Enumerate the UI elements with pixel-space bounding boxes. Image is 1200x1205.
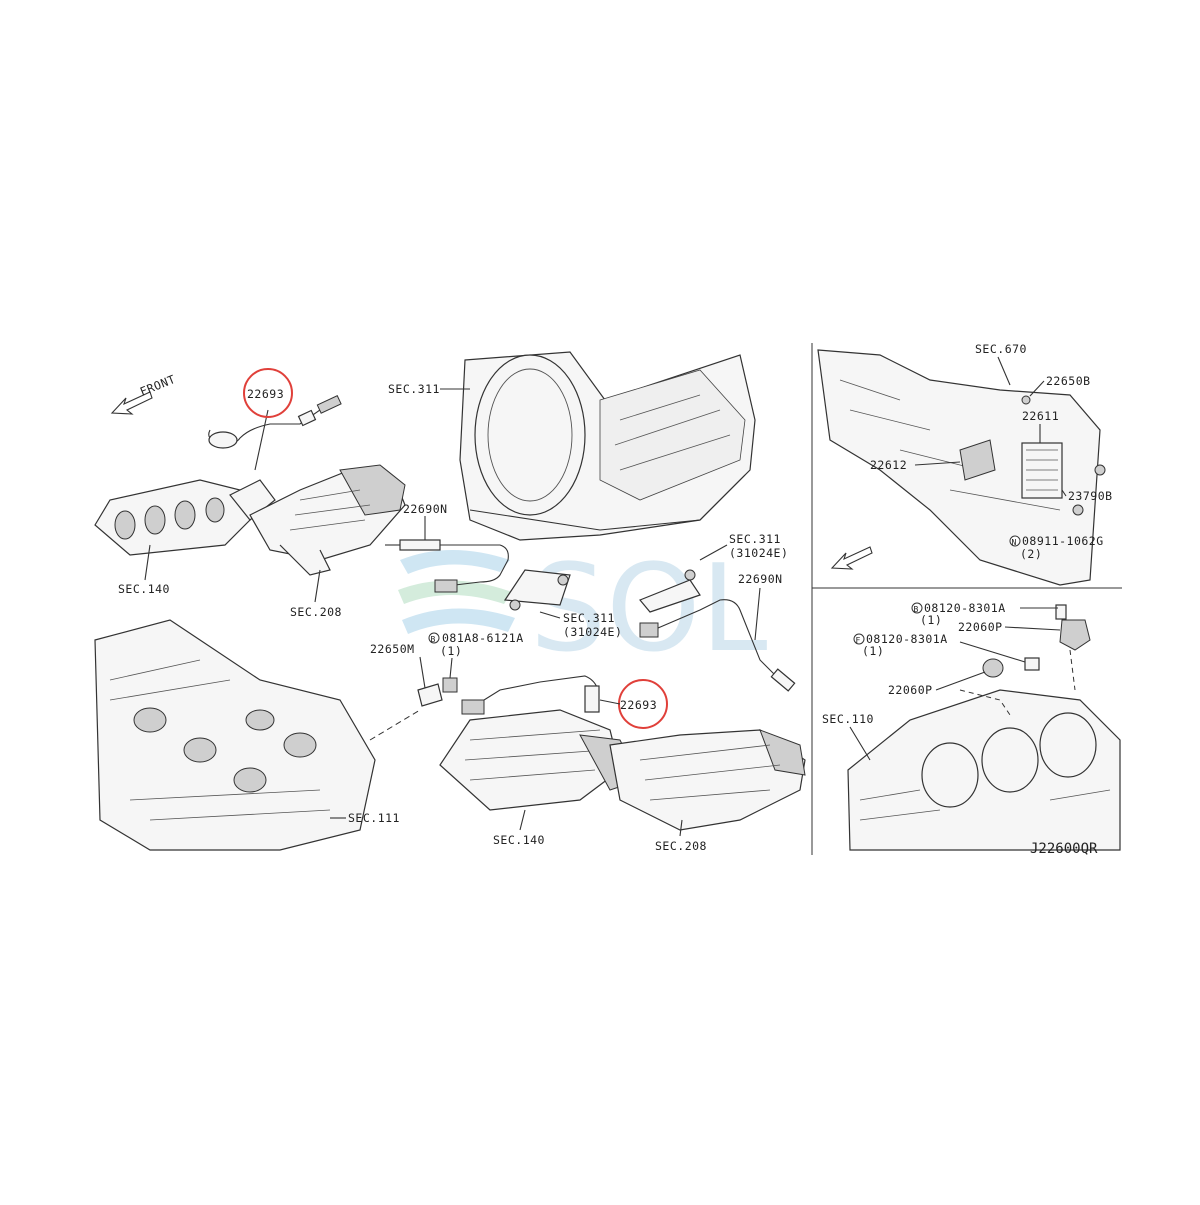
engine-block-sensor-mount	[847, 649, 1121, 851]
bolt-081A8-marker: B	[431, 635, 436, 644]
oxygen-sensor-lower	[461, 675, 600, 715]
oxygen-sensor-downstream-left	[385, 539, 509, 593]
bolt-08120-f-marker-letter: F	[856, 636, 861, 645]
sec-110: SEC.110	[822, 712, 874, 726]
part-number-22693-mid: 22693	[620, 698, 657, 712]
sensor-bracket-right	[639, 569, 701, 613]
exhaust-manifold-center	[439, 709, 641, 811]
sec-311-mid-sub: (31024E)	[563, 625, 622, 639]
nut-08911-qty: (2)	[1020, 547, 1042, 561]
bolt-08120-f-qty: (1)	[862, 644, 884, 658]
part-number-22611: 22611	[1022, 409, 1059, 423]
bracket-22650M	[417, 677, 458, 707]
knock-sensor-upper	[1055, 604, 1091, 651]
bolt-081A8: B	[428, 632, 440, 644]
part-number-22693-top: 22693	[247, 387, 284, 401]
bolt-08120-f-code: 08120-8301A	[866, 632, 948, 646]
sec-311-right-sub: (31024E)	[729, 546, 788, 560]
knock-sensor-lower	[982, 657, 1040, 678]
highlight-circle-22693-top	[243, 368, 293, 418]
exhaust-manifold-left	[94, 479, 276, 556]
sec-140-mid: SEC.140	[493, 833, 545, 847]
front-arrow-right	[830, 546, 873, 570]
diagram-code: J22600QR	[1030, 841, 1098, 857]
panel-dividers	[811, 343, 1122, 855]
oxygen-sensor-upper	[208, 395, 342, 471]
sec-208-left: SEC.208	[290, 605, 342, 619]
sec-111: SEC.111	[348, 811, 400, 825]
catalytic-converter-center	[609, 729, 806, 831]
bolt-081A8-qty: (1)	[440, 644, 462, 658]
sec-311-top: SEC.311	[388, 382, 440, 396]
bolt-081A8-code: 081A8-6121A	[442, 631, 524, 645]
part-number-22060P-top: 22060P	[958, 620, 1003, 634]
sec-311-mid: SEC.311	[563, 611, 615, 625]
sec-311-right: SEC.311	[729, 532, 781, 546]
nut-08911-marker: N	[1009, 535, 1021, 547]
part-number-22612: 22612	[870, 458, 907, 472]
engine-cylinder-head	[94, 619, 421, 851]
bolt-08120-b-code: 08120-8301A	[924, 601, 1006, 615]
part-number-22650M: 22650M	[370, 642, 415, 656]
part-number-22060P-bottom: 22060P	[888, 683, 933, 697]
body-panel-ecm-mount	[817, 349, 1106, 586]
nut-08911-code: 08911-1062G	[1022, 534, 1104, 548]
bolt-08120-b-qty: (1)	[920, 613, 942, 627]
transmission-housing	[459, 351, 756, 541]
sec-140-left: SEC.140	[118, 582, 170, 596]
bolt-08120-f-marker: F	[853, 633, 865, 645]
oxygen-sensor-downstream-right	[639, 599, 796, 692]
front-arrow-left: FRONT	[110, 372, 178, 415]
sensor-bracket-center	[503, 569, 571, 611]
part-number-23790B: 23790B	[1068, 489, 1113, 503]
part-number-22690N-left: 22690N	[403, 502, 448, 516]
part-number-22690N-right: 22690N	[738, 572, 783, 586]
part-number-22650B: 22650B	[1046, 374, 1091, 388]
bolt-08120-b-marker: B	[911, 602, 923, 614]
front-label-left: FRONT	[138, 372, 178, 399]
bolt-08120-b-marker-letter: B	[914, 605, 919, 614]
catalytic-converter-left	[249, 464, 406, 576]
sec-670: SEC.670	[975, 342, 1027, 356]
watermark-logo: SOL	[398, 540, 768, 679]
sec-208-mid: SEC.208	[655, 839, 707, 853]
nut-08911-marker-letter: N	[1012, 538, 1017, 547]
